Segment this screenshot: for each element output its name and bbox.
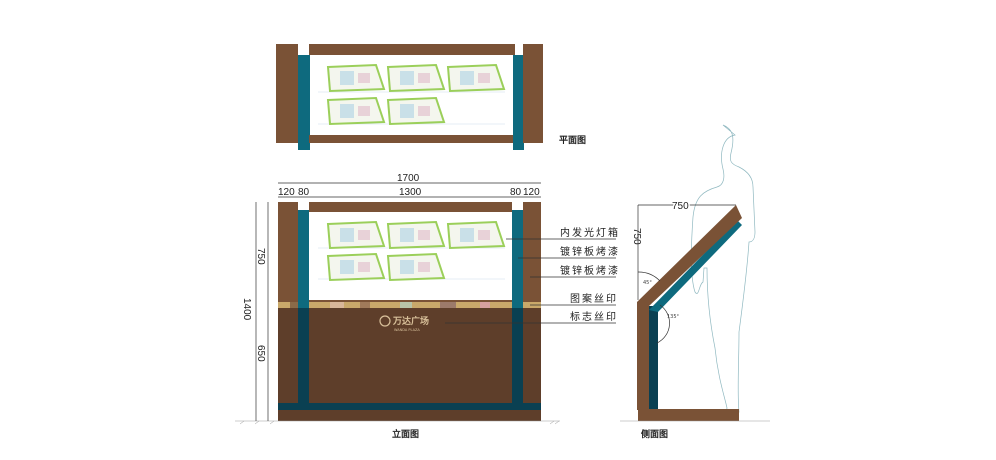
side-view: 750 750 45° 135° 侧面图 <box>620 124 770 440</box>
svg-text:750: 750 <box>672 201 689 212</box>
callout-galvanized-2: 镀锌板烤漆 <box>560 264 620 277</box>
svg-text:750: 750 <box>255 248 266 265</box>
svg-text:120: 120 <box>523 187 540 198</box>
human-silhouette <box>691 124 756 421</box>
svg-text:80: 80 <box>510 187 522 198</box>
svg-text:万达广场: 万达广场 <box>392 315 429 327</box>
svg-text:1400: 1400 <box>241 298 252 321</box>
svg-text:750: 750 <box>631 228 642 245</box>
svg-text:650: 650 <box>255 345 266 362</box>
callout-galvanized-1: 镀锌板烤漆 <box>560 245 620 258</box>
svg-text:120: 120 <box>278 187 295 198</box>
pattern-print-strip <box>278 302 541 308</box>
wanda-logo: 万达广场 WANDA PLAZA <box>379 315 429 332</box>
callouts: 内发光灯箱 镀锌板烤漆 镀锌板烤漆 图案丝印 标志丝印 <box>445 226 620 324</box>
elevation-caption: 立面图 <box>392 428 419 440</box>
svg-text:1300: 1300 <box>399 187 422 198</box>
plan-view: 平面图 <box>276 44 586 150</box>
svg-text:WANDA PLAZA: WANDA PLAZA <box>394 328 420 332</box>
plan-caption: 平面图 <box>559 135 586 146</box>
svg-text:135°: 135° <box>667 314 680 320</box>
elevation-view: 万达广场 WANDA PLAZA 1700 120 80 1300 80 120… <box>235 173 560 440</box>
callout-lightbox: 内发光灯箱 <box>560 226 620 239</box>
callout-pattern-print: 图案丝印 <box>570 292 618 305</box>
svg-text:1700: 1700 <box>397 173 420 184</box>
callout-logo-print: 标志丝印 <box>570 310 618 323</box>
svg-text:45°: 45° <box>643 280 652 286</box>
side-caption: 侧面图 <box>641 428 668 440</box>
svg-text:80: 80 <box>298 187 310 198</box>
